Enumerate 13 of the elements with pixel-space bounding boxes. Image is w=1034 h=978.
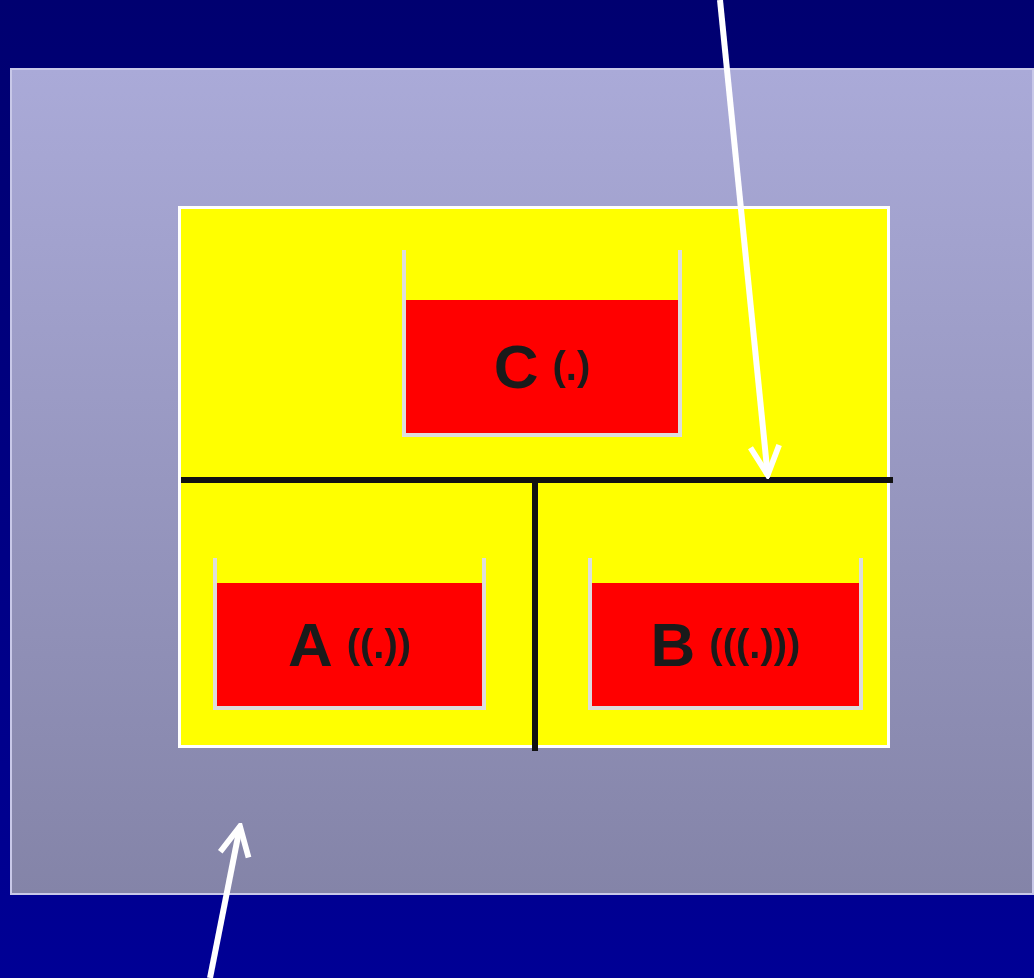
arrow [207,823,252,978]
bracket-notation: ((.)) [346,622,412,667]
panel [10,68,1034,895]
beaker-drawing [213,558,486,710]
compartment-letter: C [493,331,539,402]
bracket-notation: (.) [552,344,591,389]
compartment-letter: A [287,609,333,680]
arrow [717,0,782,478]
beaker-drawing [402,250,682,437]
compartment-frame [178,206,890,748]
compartment-letter: B [650,609,696,680]
bracket-notation: (((.))) [709,622,801,667]
beaker-drawing [588,558,863,710]
